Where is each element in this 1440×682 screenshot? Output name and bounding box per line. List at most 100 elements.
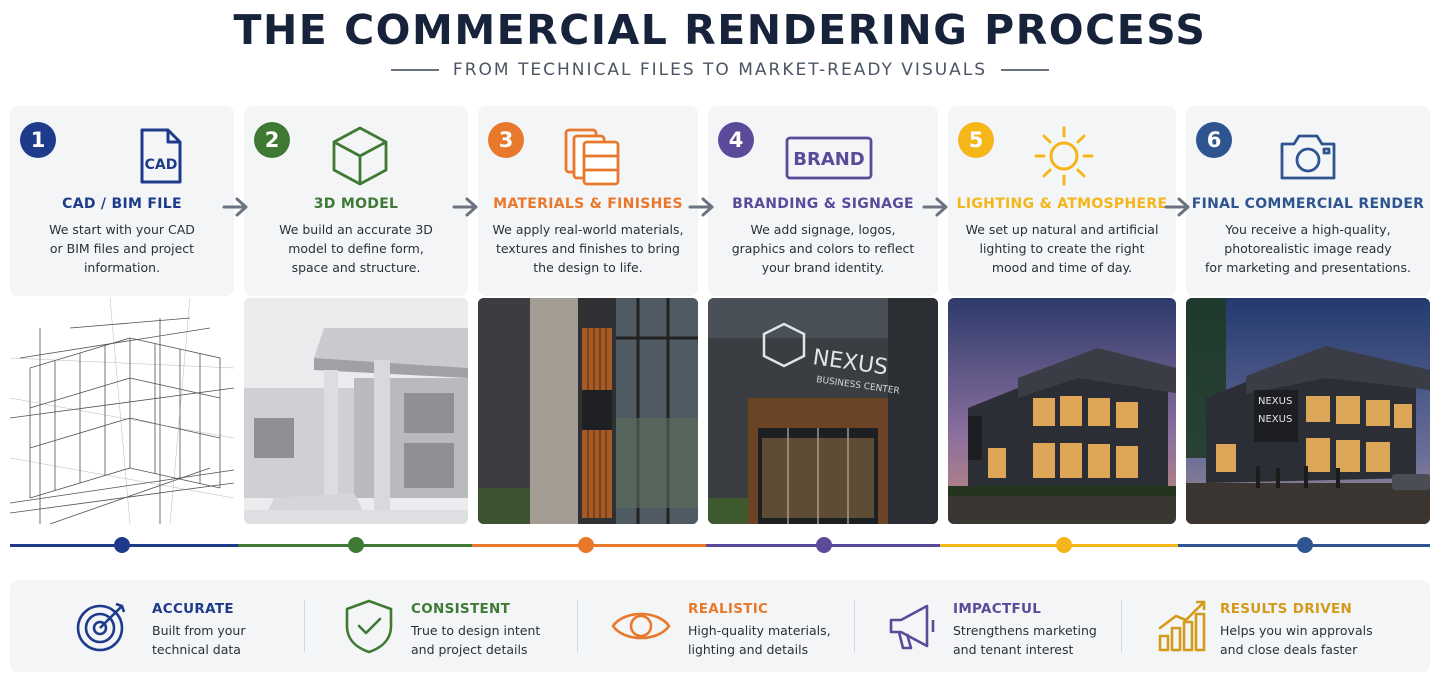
- arrow-right-icon: [222, 197, 248, 217]
- step-card-lighting: 5 LIGHTING & ATMOSPHERE We set up natura…: [948, 106, 1176, 296]
- render-sign-text-lower: NEXUS: [1258, 414, 1292, 425]
- benefit-description: Strengthens marketing and tenant interes…: [953, 623, 1097, 657]
- step-title: LIGHTING & ATMOSPHERE: [956, 196, 1168, 212]
- step-title: 3D MODEL: [313, 196, 399, 212]
- target-icon: [76, 602, 126, 652]
- step-desc-line: photorealistic image ready: [1224, 241, 1392, 256]
- subtitle-rule-right: [1001, 69, 1050, 71]
- benefit-divider: [854, 600, 855, 652]
- process-timeline: [10, 544, 1430, 547]
- step-card-cad-bim: 1 CAD CAD / BIM FILE We start with your …: [10, 106, 234, 296]
- arrow-right-icon: [922, 197, 948, 217]
- benefit-divider: [577, 600, 578, 652]
- step-card-3d-model: 2 3D MODEL We build an accurate 3D model…: [244, 106, 468, 296]
- step-desc-line: for marketing and presentations.: [1205, 260, 1411, 275]
- step-desc-line: We start with your CAD: [49, 222, 195, 237]
- step-title: MATERIALS & FINISHES: [493, 196, 683, 212]
- material-swatches-icon: [564, 128, 620, 186]
- step-description: We set up natural and artificial lightin…: [958, 220, 1166, 277]
- benefit-consistent: CONSISTENT True to design intent and pro…: [305, 580, 577, 672]
- final-render-image: NEXUS NEXUS: [1186, 298, 1430, 524]
- arrow-right-icon: [1164, 197, 1190, 217]
- megaphone-icon: [889, 604, 935, 650]
- step-description: You receive a high-quality, photorealist…: [1196, 220, 1420, 277]
- step-desc-line: space and structure.: [291, 260, 421, 275]
- branding-signage-image: NEXUS BUSINESS CENTER: [708, 298, 938, 524]
- timeline-dot: [578, 537, 594, 553]
- step-desc-line: We apply real-world materials,: [492, 222, 684, 237]
- step-desc-line: We build an accurate 3D: [279, 222, 433, 237]
- step-number-badge: 3: [488, 122, 524, 158]
- step-number-badge: 1: [20, 122, 56, 158]
- step-desc-line: You receive a high-quality,: [1225, 222, 1391, 237]
- grey-3d-model-image: [244, 298, 468, 524]
- benefit-impactful: IMPACTFUL Strengthens marketing and tena…: [855, 580, 1121, 672]
- step-desc-line: graphics and colors to reflect: [731, 241, 915, 256]
- cad-file-icon: CAD: [140, 128, 182, 184]
- cad-icon-label: CAD: [145, 157, 178, 173]
- benefit-title: RESULTS DRIVEN: [1220, 601, 1353, 617]
- step-description: We start with your CAD or BIM files and …: [20, 220, 224, 277]
- benefit-title: REALISTIC: [688, 601, 769, 617]
- step-title: CAD / BIM FILE: [62, 196, 182, 212]
- benefit-realistic: REALISTIC High-quality materials, lighti…: [578, 580, 854, 672]
- step-desc-line: textures and finishes to bring: [496, 241, 680, 256]
- page-subtitle: FROM TECHNICAL FILES TO MARKET-READY VIS…: [452, 60, 988, 80]
- step-desc-line: model to define form,: [288, 241, 424, 256]
- timeline-dot: [1297, 537, 1313, 553]
- arrow-right-icon: [688, 197, 714, 217]
- page-title: THE COMMERCIAL RENDERING PROCESS: [233, 6, 1207, 54]
- step-description: We add signage, logos, graphics and colo…: [718, 220, 928, 277]
- timeline-dot: [348, 537, 364, 553]
- step-desc-line: or BIM files and project: [49, 241, 195, 256]
- step-card-final-render: 6 FINAL COMMERCIAL RENDER You receive a …: [1186, 106, 1430, 296]
- benefit-description: True to design intent and project detail…: [411, 623, 541, 657]
- shield-check-icon: [345, 599, 393, 654]
- materials-closeup-image: [478, 298, 698, 524]
- lighting-dusk-image: [948, 298, 1176, 524]
- render-sign-text-upper: NEXUS: [1258, 396, 1292, 407]
- step-number-badge: 4: [718, 122, 754, 158]
- benefit-title: CONSISTENT: [411, 601, 511, 617]
- benefit-title: IMPACTFUL: [953, 601, 1042, 617]
- step-number-badge: 5: [958, 122, 994, 158]
- eye-icon: [611, 612, 671, 640]
- timeline-dot: [114, 537, 130, 553]
- step-desc-line: lighting to create the right: [979, 241, 1145, 256]
- benefit-divider: [304, 600, 305, 652]
- sun-icon: [1034, 126, 1094, 186]
- step-desc-line: your brand identity.: [761, 260, 885, 275]
- benefit-description: Built from your technical data: [152, 623, 246, 657]
- step-number-badge: 2: [254, 122, 290, 158]
- benefit-title: ACCURATE: [152, 601, 234, 617]
- benefit-description: Helps you win approvals and close deals …: [1220, 623, 1373, 657]
- benefit-description: High-quality materials, lighting and det…: [688, 623, 831, 657]
- step-desc-line: information.: [83, 260, 161, 275]
- cube-icon: [332, 126, 388, 186]
- cad-wireframe-image: [10, 298, 234, 524]
- step-card-branding: 4 BRAND BRANDING & SIGNAGE We add signag…: [708, 106, 938, 296]
- growth-chart-icon: [1158, 600, 1206, 652]
- camera-icon: [1280, 134, 1336, 180]
- step-number-badge: 6: [1196, 122, 1232, 158]
- subtitle-row: FROM TECHNICAL FILES TO MARKET-READY VIS…: [0, 60, 1440, 80]
- timeline-dot: [816, 537, 832, 553]
- subtitle-rule-left: [390, 69, 439, 71]
- benefits-bar: ACCURATE Built from your technical data …: [10, 580, 1430, 672]
- step-title: FINAL COMMERCIAL RENDER: [1191, 196, 1425, 212]
- step-title: BRANDING & SIGNAGE: [732, 196, 914, 212]
- step-description: We apply real-world materials, textures …: [488, 220, 688, 277]
- brand-sign-icon: BRAND: [785, 136, 873, 180]
- brand-icon-label: BRAND: [793, 149, 865, 170]
- step-desc-line: the design to life.: [533, 260, 643, 275]
- arrow-right-icon: [452, 197, 478, 217]
- timeline-dot: [1056, 537, 1072, 553]
- step-description: We build an accurate 3D model to define …: [254, 220, 458, 277]
- step-card-materials: 3 MATERIALS & FINISHES We apply real-wor…: [478, 106, 698, 296]
- step-desc-line: We set up natural and artificial: [965, 222, 1159, 237]
- benefit-divider: [1121, 600, 1122, 652]
- step-desc-line: We add signage, logos,: [750, 222, 896, 237]
- benefit-accurate: ACCURATE Built from your technical data: [10, 580, 304, 672]
- benefit-results-driven: RESULTS DRIVEN Helps you win approvals a…: [1122, 580, 1430, 672]
- step-desc-line: mood and time of day.: [991, 260, 1133, 275]
